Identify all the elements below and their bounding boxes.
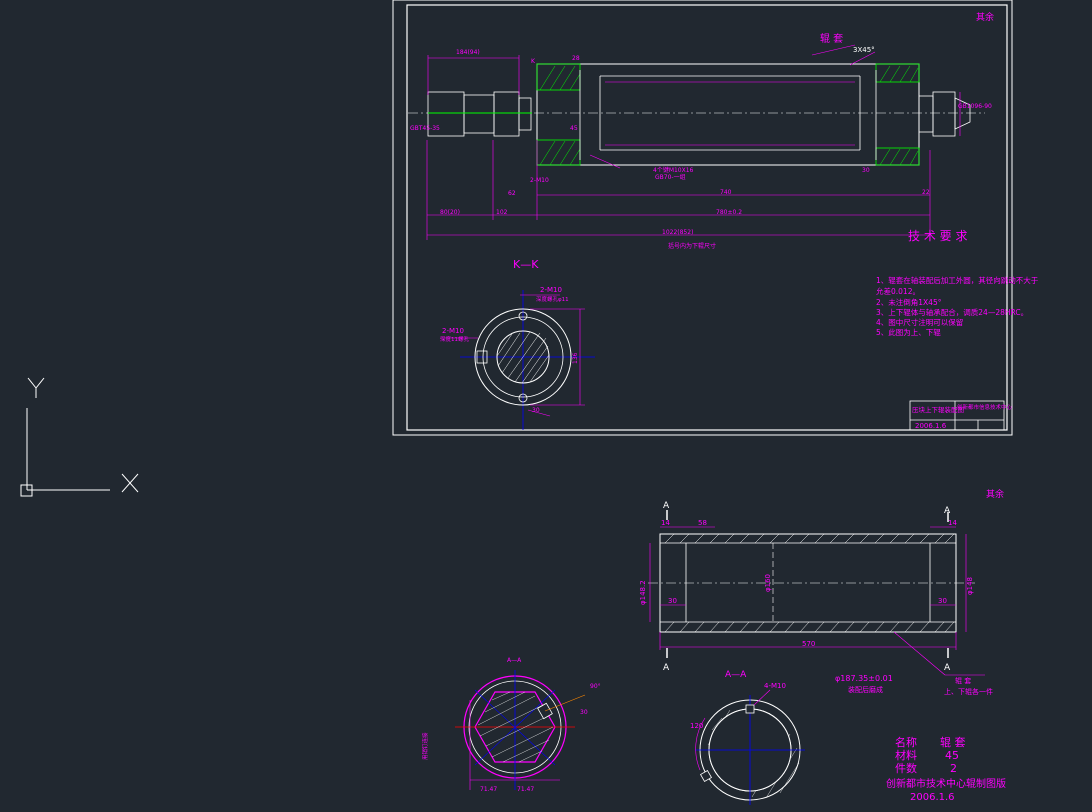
dim-58: 58	[698, 519, 707, 527]
material-label: 材料	[895, 748, 917, 762]
dim-dia-left: φ148.2	[639, 580, 647, 605]
tech-note-4: 4、图中尺寸注明可以保留	[876, 317, 963, 327]
tech-note-1: 1、辊套在轴装配后加工外圆，其径向跳动不大于	[876, 275, 1039, 285]
a-right-bottom: A	[944, 663, 951, 673]
hex-left-note: 用销钉连接	[421, 732, 429, 760]
dim-m10: 2-M10	[530, 177, 549, 184]
a-right-top: A	[944, 506, 951, 516]
tech-note-2: 2、未注倒角1X45°	[876, 297, 942, 307]
hex-title: A—A	[507, 657, 522, 664]
dim-left-shaft: 184(94)	[456, 49, 480, 56]
dimension-texts-bottom: A A A A 14 58 14 30 30 570 φ148.2 φ160 φ…	[639, 501, 993, 696]
dimension-texts-top: 184(94) K 28 GBT45-35 2-M10 4个键M10X16 GB…	[410, 49, 992, 250]
sleeve-note: 上、下辊各一件	[944, 687, 993, 696]
kk-section-view	[440, 290, 595, 430]
ucs-icon	[20, 377, 139, 497]
dim-30: 30	[862, 167, 870, 174]
dim-dia-fit: φ187.35±0.01	[835, 674, 893, 683]
dim-28: 28	[572, 55, 580, 62]
dim-740: 740	[720, 189, 732, 196]
dim-30-left: 30	[668, 597, 677, 605]
name-label: 名称	[895, 735, 917, 749]
sleeve-drawing	[648, 510, 975, 658]
part-label-sleeve: 辊 套	[820, 32, 843, 45]
dim-kk-mark: K	[531, 58, 536, 65]
dim-gb: GBT45-35	[410, 125, 440, 132]
org-label: 创新都市技术中心辊制图版	[886, 777, 1006, 790]
dim-62: 62	[508, 190, 516, 197]
dim-102: 102	[496, 209, 508, 216]
a-left-bottom: A	[663, 663, 670, 673]
name-value: 辊 套	[940, 735, 966, 749]
material-value: 45	[945, 749, 959, 762]
title-block-name: 压块上下辊装配图	[912, 405, 964, 414]
dim-gb-key: GB70-一组	[655, 173, 686, 181]
dim-30-right: 30	[938, 597, 947, 605]
aa-angle: 120	[690, 722, 703, 730]
hex-angle: 30	[580, 709, 588, 716]
title-block-unit: 创新都市信息技术中心	[957, 403, 1013, 411]
qty-label: 件数	[895, 762, 917, 775]
hex-note2: 90°	[590, 683, 601, 690]
kk-dim-bottom: 30	[532, 407, 540, 414]
roughness-mark-bottom: 其余	[986, 488, 1004, 500]
kk-m10-top: 2-M10	[540, 286, 562, 294]
hex-dim2: 71.47	[517, 786, 534, 793]
dim-14-right: 14	[948, 519, 957, 527]
fit-note: 装配后磨成	[848, 685, 883, 694]
tech-notes: 1、辊套在轴装配后加工外圆，其径向跳动不大于 允差0.012。 2、未注倒角1X…	[876, 275, 1039, 337]
tech-title: 技 术 要 求	[908, 229, 967, 243]
kk-dim-right: 136	[572, 352, 579, 364]
aa-m10: 4-M10	[764, 682, 786, 690]
tech-note-1b: 允差0.012。	[876, 286, 920, 296]
hex-dim1: 71.47	[480, 786, 497, 793]
drawing-sheet-top	[392, 0, 1013, 436]
dim-22: 22	[922, 189, 930, 196]
dim-dia-right: φ148	[966, 577, 974, 595]
tech-note-3: 3、上下辊体与轴承配合，调质24—28HRC。	[876, 307, 1028, 317]
dim-45: 45	[570, 125, 578, 132]
info-block: 名称 辊 套 材料 45 件数 2 创新都市技术中心辊制图版 2006.1.6	[886, 735, 1006, 803]
a-left-top: A	[663, 501, 670, 511]
kk-m10-top-note: 深度螺孔φ11	[536, 295, 569, 303]
dimension-lines-bottom	[649, 526, 985, 676]
dim-14-left: 14	[661, 519, 670, 527]
dim-80: 80(20)	[440, 209, 460, 216]
chamfer-label: 3X45°	[853, 46, 875, 54]
roughness-mark-top: 其余	[976, 11, 994, 23]
aa-ring-section	[695, 689, 805, 805]
dim-gb1096: GB1096-90	[958, 103, 992, 110]
dimension-lines-top	[426, 44, 961, 240]
aa-title: A—A	[725, 670, 747, 680]
dim-1022: 1022(852)	[662, 229, 693, 236]
hex-section-view	[455, 670, 586, 790]
dim-dia-mid: φ160	[764, 574, 772, 592]
tech-note-5: 5、此图为上、下辊	[876, 327, 941, 337]
dim-570: 570	[802, 640, 815, 648]
title-block-top	[909, 400, 1005, 431]
kk-title: K—K	[513, 258, 539, 271]
title-block-date: 2006.1.6	[915, 422, 947, 430]
sleeve-label: 辊 套	[955, 676, 971, 685]
shaft-assembly	[408, 63, 985, 166]
dim-780: 780±0.2	[716, 209, 742, 216]
dim-key: 4个键M10X16	[653, 166, 694, 174]
kk-m10-left-note: 深度11螺孔	[440, 335, 469, 343]
dim-note: 括号内为下辊尺寸	[668, 242, 716, 250]
qty-value: 2	[950, 762, 957, 775]
info-date: 2006.1.6	[910, 792, 955, 803]
kk-m10-left: 2-M10	[442, 327, 464, 335]
